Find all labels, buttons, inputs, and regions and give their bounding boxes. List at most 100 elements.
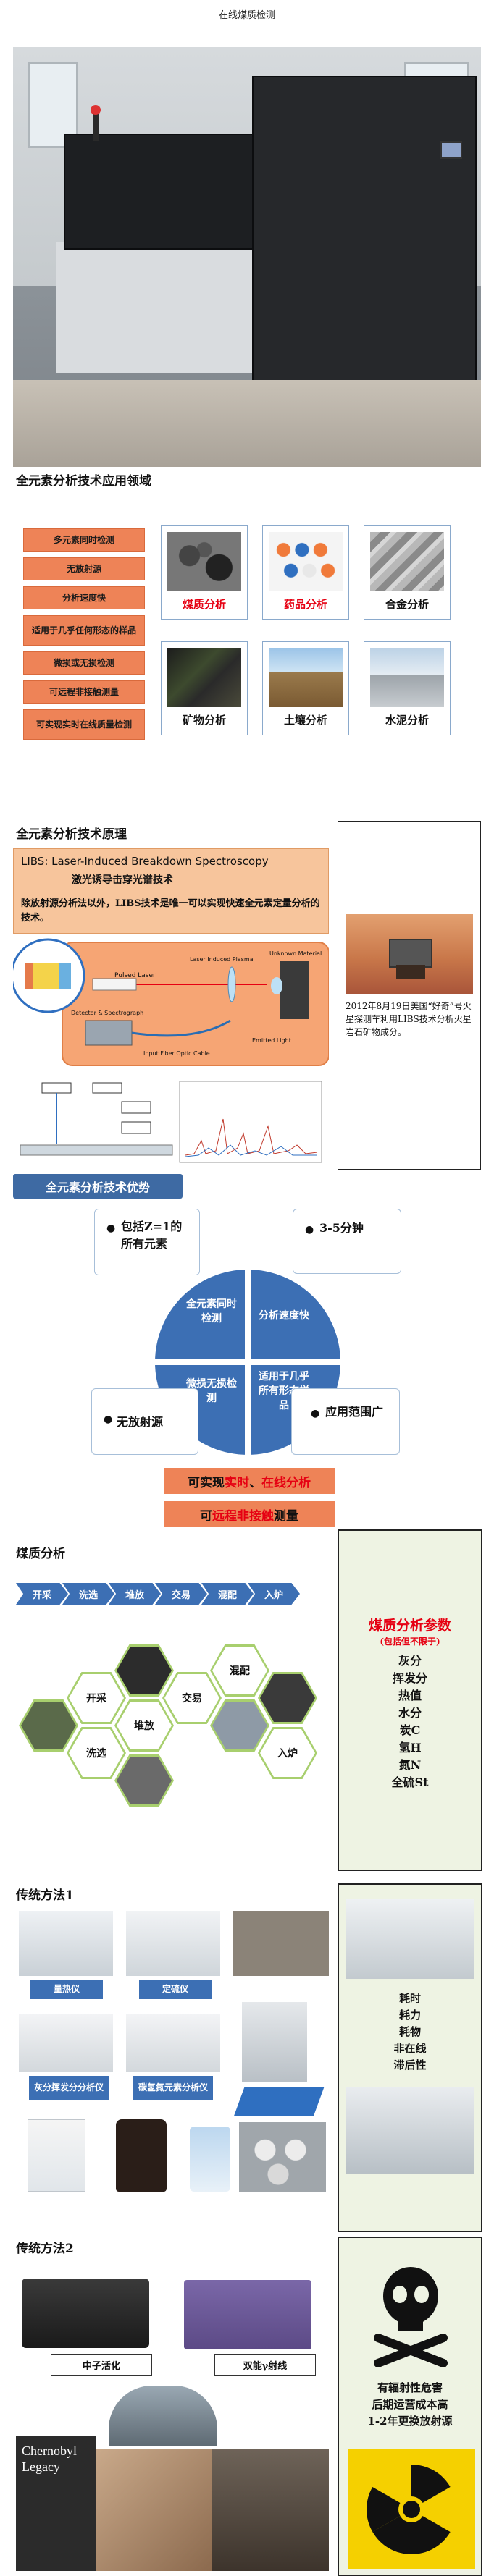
coal-image	[167, 532, 241, 591]
param-item: 全硫St	[391, 1775, 429, 1789]
sulfur-analyzer-image	[126, 1911, 220, 1976]
coal-process-hexes: 开采 洗选 堆放 交易 混配 入炉	[16, 1629, 327, 1809]
process-steps: 开采 洗选 堆放 交易 混配 入炉	[16, 1583, 300, 1605]
hex-label: 开采	[69, 1674, 124, 1722]
process-step: 洗选	[62, 1583, 114, 1605]
legacy-text: Legacy	[22, 2459, 60, 2474]
process-step: 入炉	[248, 1583, 300, 1605]
hex-label: 洗选	[69, 1729, 124, 1777]
advantages-title: 全元素分析技术优势	[13, 1174, 183, 1199]
hex-furnace: 入炉	[258, 1727, 317, 1779]
wheel-quadrant: 分析速度快	[259, 1310, 309, 1322]
drawback-item: 耗时	[398, 1992, 421, 2005]
hex-label: 混配	[212, 1647, 267, 1694]
callout-text: 包括Z=1的所有元素	[121, 1220, 183, 1251]
cement-image	[370, 648, 444, 707]
chernobyl-map-image	[96, 2449, 212, 2571]
feature-tag: 微损或无损检测	[23, 651, 145, 675]
dual-gamma-image	[184, 2280, 311, 2349]
soil-image	[269, 648, 343, 707]
ash-analyzer-image	[19, 2014, 113, 2072]
machine-photo	[13, 47, 481, 467]
warning-item: 有辐射性危害	[377, 2381, 443, 2394]
label-fiber: Input Fiber Optic Cable	[143, 1050, 210, 1057]
callout-no-source: ● 无放射源	[91, 1388, 198, 1455]
param-item: 水分	[398, 1706, 422, 1720]
callout-time: ● 3-5分钟	[293, 1209, 401, 1274]
label-unknown-material: Unknown Material	[269, 950, 322, 957]
process-step: 交易	[155, 1583, 207, 1605]
equipment-label: 碳氢氮元素分析仪	[133, 2076, 213, 2100]
process-step: 混配	[201, 1583, 254, 1605]
plasma-icon	[271, 977, 282, 994]
crucibles-image	[239, 2122, 326, 2192]
page-title: 在线煤质检测	[218, 10, 275, 21]
fiber-cable	[131, 1019, 231, 1037]
wheel-quadrant: 微损无损检测	[186, 1378, 237, 1404]
feature-tag: 适用于几乎任何形态的样品	[23, 615, 145, 646]
callout-text: 应用范围广	[325, 1405, 384, 1419]
libs-intro-box: LIBS: Laser-Induced Breakdown Spectrosco…	[13, 848, 329, 934]
param-item: 热值	[398, 1689, 422, 1702]
hex-label: 入炉	[260, 1729, 315, 1777]
hex-washing: 洗选	[67, 1727, 126, 1779]
libs-description: 除放射源分析法以外，LIBS技术是唯一可以实现快速全元素定量分析的技术。	[21, 898, 320, 924]
coal-title: 煤质分析	[16, 1547, 65, 1561]
conveyor-belt	[20, 1144, 173, 1156]
calorimeter-image	[19, 1911, 113, 1976]
crucible-rack-image	[233, 1911, 329, 1976]
bullet-icon: ●	[305, 1224, 314, 1236]
field-caption: 水泥分析	[385, 714, 429, 727]
traditional2-title: 传统方法2	[16, 2242, 74, 2256]
applications-title: 全元素分析技术应用领域	[16, 474, 151, 489]
field-caption: 药品分析	[283, 598, 327, 611]
reagent-bottle-image	[28, 2119, 85, 2192]
radiation-warnings: 有辐射性危害 后期运营成本高 1-2年更换放射源	[339, 2380, 481, 2430]
mars-image	[346, 914, 473, 994]
feature-tag: 无放射源	[23, 557, 145, 580]
field-tile-cement: 水泥分析	[364, 641, 451, 735]
param-item: 灰分	[398, 1654, 422, 1668]
slogan-part: 测量	[274, 1508, 298, 1524]
libs-name: Laser-Induced Breakdown Spectroscopy	[51, 855, 269, 868]
slogan-highlight: 实时	[225, 1475, 249, 1490]
slogan-part: 可实现	[188, 1475, 225, 1490]
chernobyl-text: Chernobyl	[22, 2444, 77, 2458]
params-subtitle: (包括但不限于)	[380, 1637, 440, 1647]
libs-diagram: Pulsed Laser Laser Induced Plasma Unknow…	[10, 934, 330, 1071]
equipment-label: 灰分挥发分分析仪	[29, 2076, 109, 2100]
field-tile-mineral: 矿物分析	[161, 641, 248, 735]
skull-icon	[371, 2258, 451, 2368]
lab-photo-bottom	[346, 2087, 474, 2174]
param-item: 氢H	[398, 1741, 422, 1754]
warning-item: 后期运营成本高	[372, 2398, 448, 2411]
hex-label: 堆放	[117, 1702, 172, 1749]
hex-blending: 混配	[210, 1644, 269, 1697]
method-label: 双能γ射线	[214, 2354, 316, 2376]
chernobyl-sarcophagus-image	[109, 2386, 217, 2446]
equipment-label: 量热仪	[30, 1980, 103, 1999]
params-list: 灰分 挥发分 热值 水分 炭C 氢H 氮N 全硫St	[339, 1652, 481, 1791]
reagent-bottle-dark-image	[116, 2119, 167, 2192]
chn-analyzer-image	[126, 2014, 220, 2072]
bullet-icon: ●	[311, 1408, 320, 1419]
radiation-icon	[348, 2449, 475, 2569]
mars-panel: 2012年8月19日美国“好奇”号火星探测车利用LIBS技术分析火星岩石矿物成分…	[338, 821, 481, 1170]
coal-params-panel: 煤质分析参数 (包括但不限于) 灰分 挥发分 热值 水分 炭C 氢H 氮N 全硫…	[338, 1529, 482, 1871]
label-plasma: Laser Induced Plasma	[190, 956, 254, 963]
alloy-image	[370, 532, 444, 591]
slogan-highlight: 在线分析	[261, 1475, 311, 1490]
callout-text: 无放射源	[117, 1415, 164, 1429]
hex-photo	[114, 1754, 174, 1807]
drawback-item: 耗力	[398, 2009, 421, 2022]
sample-block	[280, 961, 309, 1019]
feature-tag: 可远程非接触测量	[23, 680, 145, 704]
param-item: 挥发分	[392, 1671, 427, 1685]
drawback-item: 非在线	[393, 2042, 427, 2055]
slogan-realtime: 可实现实时、在线分析	[164, 1468, 335, 1494]
radiation-panel: 有辐射性危害 后期运营成本高 1-2年更换放射源	[338, 2237, 482, 2576]
param-item: 炭C	[399, 1723, 421, 1737]
libs-prefix: LIBS:	[21, 855, 52, 868]
callout-scope: ● 应用范围广	[291, 1388, 400, 1455]
field-tile-alloy: 合金分析	[364, 525, 451, 620]
